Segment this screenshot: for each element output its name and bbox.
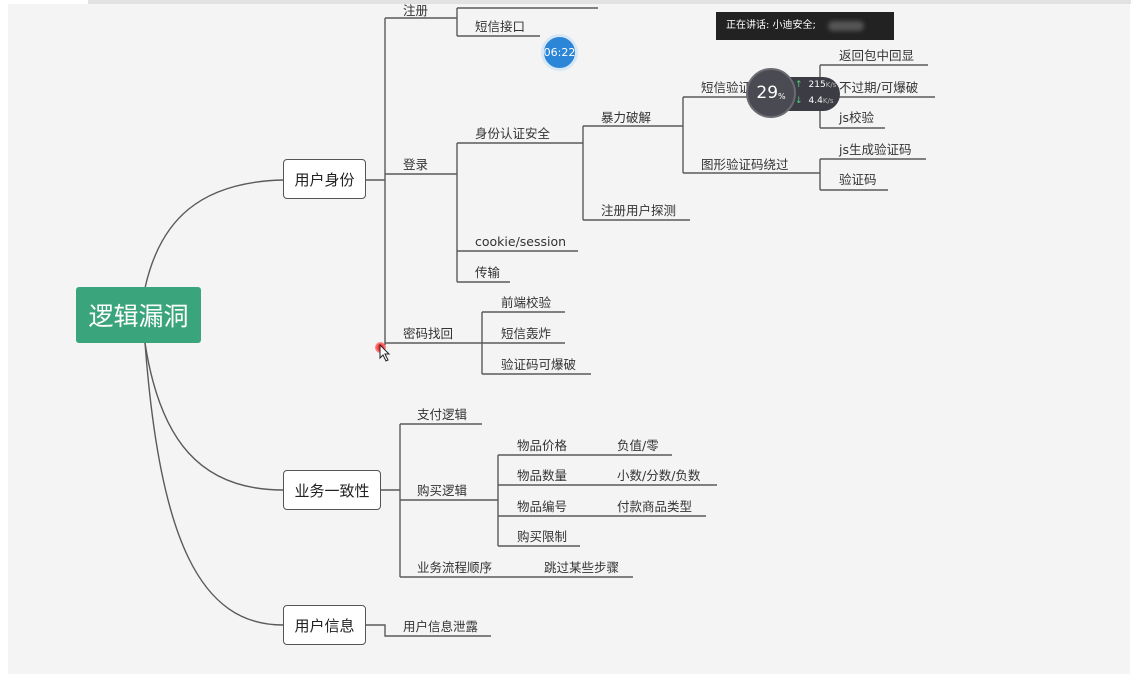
link-root-business <box>144 342 284 491</box>
upload-speed: ↑ 215K/s <box>795 80 836 90</box>
link-root-userinfo <box>144 342 284 626</box>
trunk-purchase <box>482 455 499 546</box>
download-speed: ↓ 4.4K/s <box>795 96 833 106</box>
node-captcha-bypass[interactable]: 图形验证码绕过 <box>701 157 789 172</box>
node-item-qty[interactable]: 物品数量 <box>517 468 568 483</box>
recording-timer[interactable]: 06:22 <box>541 34 578 71</box>
node-captcha-brute[interactable]: 验证码可爆破 <box>501 357 577 372</box>
node-purchase-logic[interactable]: 购买逻辑 <box>417 483 468 498</box>
topic-user-identity[interactable]: 用户身份 <box>283 159 366 199</box>
mouse-cursor-icon <box>379 344 391 362</box>
node-brute-force[interactable]: 暴力破解 <box>601 110 652 125</box>
node-flow-order[interactable]: 业务流程顺序 <box>417 560 493 575</box>
node-sms-bomb[interactable]: 短信轰炸 <box>501 326 552 341</box>
speaking-label: 正在讲话: 小迪安全; <box>726 20 816 31</box>
usage-percent: 29 <box>756 83 779 103</box>
node-info-leak[interactable]: 用户信息泄露 <box>403 619 479 634</box>
node-item-id[interactable]: 物品编号 <box>517 499 568 514</box>
node-transport[interactable]: 传输 <box>475 265 501 280</box>
node-item-price[interactable]: 物品价格 <box>517 438 568 453</box>
node-sms-verify[interactable]: 短信验证 <box>701 80 752 95</box>
speaking-indicator: 正在讲话: 小迪安全; <box>716 12 894 40</box>
node-negative-zero[interactable]: 负值/零 <box>617 438 659 453</box>
link-business-trunk <box>381 424 401 577</box>
topic-business-consistency[interactable]: 业务一致性 <box>283 470 381 510</box>
node-no-expire[interactable]: 不过期/可爆破 <box>839 80 919 95</box>
root-topic[interactable]: 逻辑漏洞 <box>76 287 201 343</box>
upload-arrow-icon: ↑ <box>795 80 803 90</box>
node-password-recovery[interactable]: 密码找回 <box>403 326 454 341</box>
topic-user-info[interactable]: 用户信息 <box>283 605 366 645</box>
node-register[interactable]: 注册 <box>403 3 429 18</box>
upload-unit: K/s <box>825 81 837 89</box>
usage-circle: 29% <box>746 68 796 118</box>
node-login[interactable]: 登录 <box>403 157 429 172</box>
node-captcha[interactable]: 验证码 <box>839 172 877 187</box>
network-speed-widget[interactable]: 29% ↑215K/s ↓4.4K/s <box>746 68 846 120</box>
node-purchase-limit[interactable]: 购买限制 <box>517 529 568 544</box>
node-cookie-session[interactable]: cookie/session <box>475 234 567 249</box>
download-arrow-icon: ↓ <box>795 96 803 106</box>
node-js-gen-captcha[interactable]: js生成验证码 <box>839 142 912 157</box>
node-js-check[interactable]: js校验 <box>839 110 874 125</box>
link-userinfo <box>366 624 491 637</box>
upload-value: 215 <box>808 80 826 90</box>
node-auth-security[interactable]: 身份认证安全 <box>475 126 551 141</box>
node-return-echo[interactable]: 返回包中回显 <box>839 48 915 63</box>
top-scroll-strip <box>88 0 1131 4</box>
node-user-probe[interactable]: 注册用户探测 <box>601 203 677 218</box>
link-identity-trunk <box>366 18 386 345</box>
node-payment-logic[interactable]: 支付逻辑 <box>417 407 468 422</box>
node-decimal-fraction[interactable]: 小数/分数/负数 <box>617 468 701 483</box>
node-skip-steps[interactable]: 跳过某些步骤 <box>544 560 620 575</box>
link-root-identity <box>144 179 284 289</box>
usage-percent-unit: % <box>778 91 786 101</box>
download-unit: K/s <box>822 97 834 105</box>
node-frontend-check[interactable]: 前端校验 <box>501 295 552 310</box>
node-payment-item-type[interactable]: 付款商品类型 <box>617 499 693 514</box>
download-value: 4.4 <box>808 96 823 106</box>
blurred-name <box>828 21 864 31</box>
node-sms-api[interactable]: 短信接口 <box>475 19 526 34</box>
